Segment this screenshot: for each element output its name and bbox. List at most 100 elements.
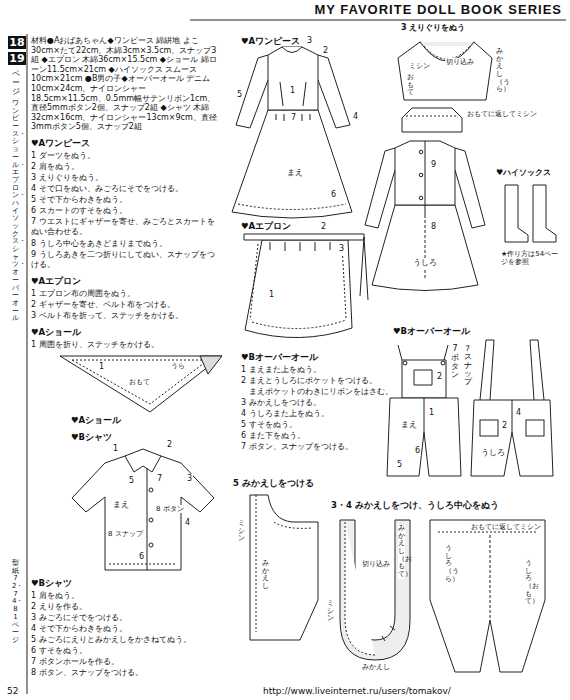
stitch [438, 532, 538, 533]
label: まえ [112, 500, 130, 510]
sleeve [455, 148, 485, 228]
label: 切り込み [361, 560, 391, 568]
apron [244, 234, 368, 338]
pants [471, 400, 553, 476]
vertical-label: ワンピース・ショール・エプロン・ハイソックス・シャツ・オーバーオール [12, 100, 19, 323]
label: 1 [428, 408, 435, 418]
overall-front [387, 345, 461, 476]
neckline-detail [398, 42, 492, 132]
bodice [268, 47, 318, 110]
label: 1 [112, 444, 119, 454]
label: まえ [400, 420, 418, 430]
button [149, 488, 153, 492]
neckline [282, 47, 302, 53]
label: 切り込み [445, 58, 475, 66]
label: 3 みごろにそでをつける。 [30, 613, 128, 623]
vertical-label: ミシン [238, 520, 245, 543]
shirt-body [72, 456, 214, 570]
heading: 5 みかえしをつける [232, 478, 315, 488]
label: 4 [184, 518, 191, 528]
label: まえ [286, 168, 304, 178]
label: おもてに返してミシン [470, 523, 542, 531]
stitch [256, 495, 312, 632]
label: 8 うしろ中心をあきどまりまでぬう。 [30, 239, 168, 249]
label: 3 えりぐりをぬう。 [30, 173, 104, 183]
button [403, 361, 407, 365]
title-rule [190, 20, 566, 21]
label: 1 ダーツをぬう。 [30, 151, 96, 161]
label: 7 ボタン、スナップをつける。 [240, 442, 354, 452]
waistband [244, 234, 364, 240]
vertical-label: うしろ（おもて） [525, 560, 532, 606]
label: 2 えりを作る。 [30, 602, 88, 612]
facing [340, 520, 410, 660]
skirt [232, 110, 352, 218]
heading: ♥Bシャツ [30, 578, 73, 588]
side-rule [27, 34, 28, 694]
label: おもて [128, 378, 151, 386]
label: みかえし [361, 663, 391, 671]
label: 2 ギャザーを寄せ、ベルト布をつける。 [30, 300, 176, 310]
pocket [480, 420, 498, 436]
heading: ♥Aエプロン [240, 221, 292, 231]
label: 6 [414, 446, 421, 456]
label: まえポケットのわきにリボンをはさむ。 [248, 387, 394, 396]
label: 7 ウエストにギャザーを寄せ、みごろとスカートをぬい合わせる。 [30, 217, 222, 236]
sleeve [365, 148, 395, 228]
vertical-label: うしろ（うら） [445, 545, 452, 583]
back-piece [430, 520, 545, 672]
label: うら [170, 362, 186, 370]
label: 5 そで下からわきをぬう。 [30, 195, 128, 205]
label: 2 [322, 46, 329, 56]
vertical-label: 7スナップ [464, 345, 472, 386]
label: 2 まえとうしろにポケットをつける。 [240, 376, 378, 386]
series-title: MY FAVORITE DOLL BOOK SERIES [314, 2, 562, 17]
label: 4 そで口をぬい、みごろにそでをつける。 [30, 184, 184, 194]
vertical-label: おもて [407, 74, 414, 97]
stitch [406, 116, 458, 117]
page-tab: 18 [8, 36, 26, 49]
label: うしろ [412, 258, 438, 268]
vertical-label: みかえし [262, 560, 269, 591]
label: 6 [330, 190, 337, 200]
page-tab: 19 [8, 52, 26, 65]
label: 8 スナップ [107, 530, 144, 538]
label: 5 [236, 90, 243, 100]
label: 6 また下をぬう。 [240, 431, 306, 441]
shawl-outline [60, 356, 222, 412]
label: ★作り方は54ページを参照 [500, 250, 562, 267]
sock [505, 185, 528, 242]
bib [402, 360, 446, 398]
front-rise [424, 398, 425, 432]
label: 8 [430, 222, 437, 232]
label: 9 [430, 160, 437, 170]
strap [398, 345, 448, 360]
label: 1 [268, 290, 275, 300]
vertical-label: 型紙72・74・81ページ [12, 560, 19, 645]
label: 4 [352, 112, 359, 122]
sleeve [318, 55, 350, 128]
heading: 3 えりぐりをぬう [400, 23, 466, 33]
label: 1 エプロン布の周囲をぬう。 [30, 289, 136, 299]
heading: ♥Aショール [30, 327, 82, 337]
vertical-label: みかえし（うら） [496, 48, 503, 94]
apron-body [245, 240, 352, 338]
label: 4 うしろまた上をぬう。 [240, 409, 330, 419]
bib-piece [250, 495, 318, 640]
heading: 3・4 みかえしをつけ、うしろ中心をぬう [330, 500, 500, 510]
label: うしろ [480, 448, 506, 458]
back-piece-outline [430, 520, 545, 672]
collar [125, 449, 161, 472]
dress-back [365, 141, 485, 291]
label: 1 まえまた上をぬう。 [240, 365, 322, 375]
snap [419, 173, 423, 177]
stitch [72, 360, 208, 404]
button [441, 361, 445, 365]
heading: ♥Aショール [70, 415, 122, 425]
label: 4 そで下からわきをぬう。 [30, 624, 128, 634]
label: 52 [6, 686, 19, 697]
center-seam [490, 535, 491, 620]
label: 3 [306, 36, 313, 46]
snap [419, 196, 423, 200]
